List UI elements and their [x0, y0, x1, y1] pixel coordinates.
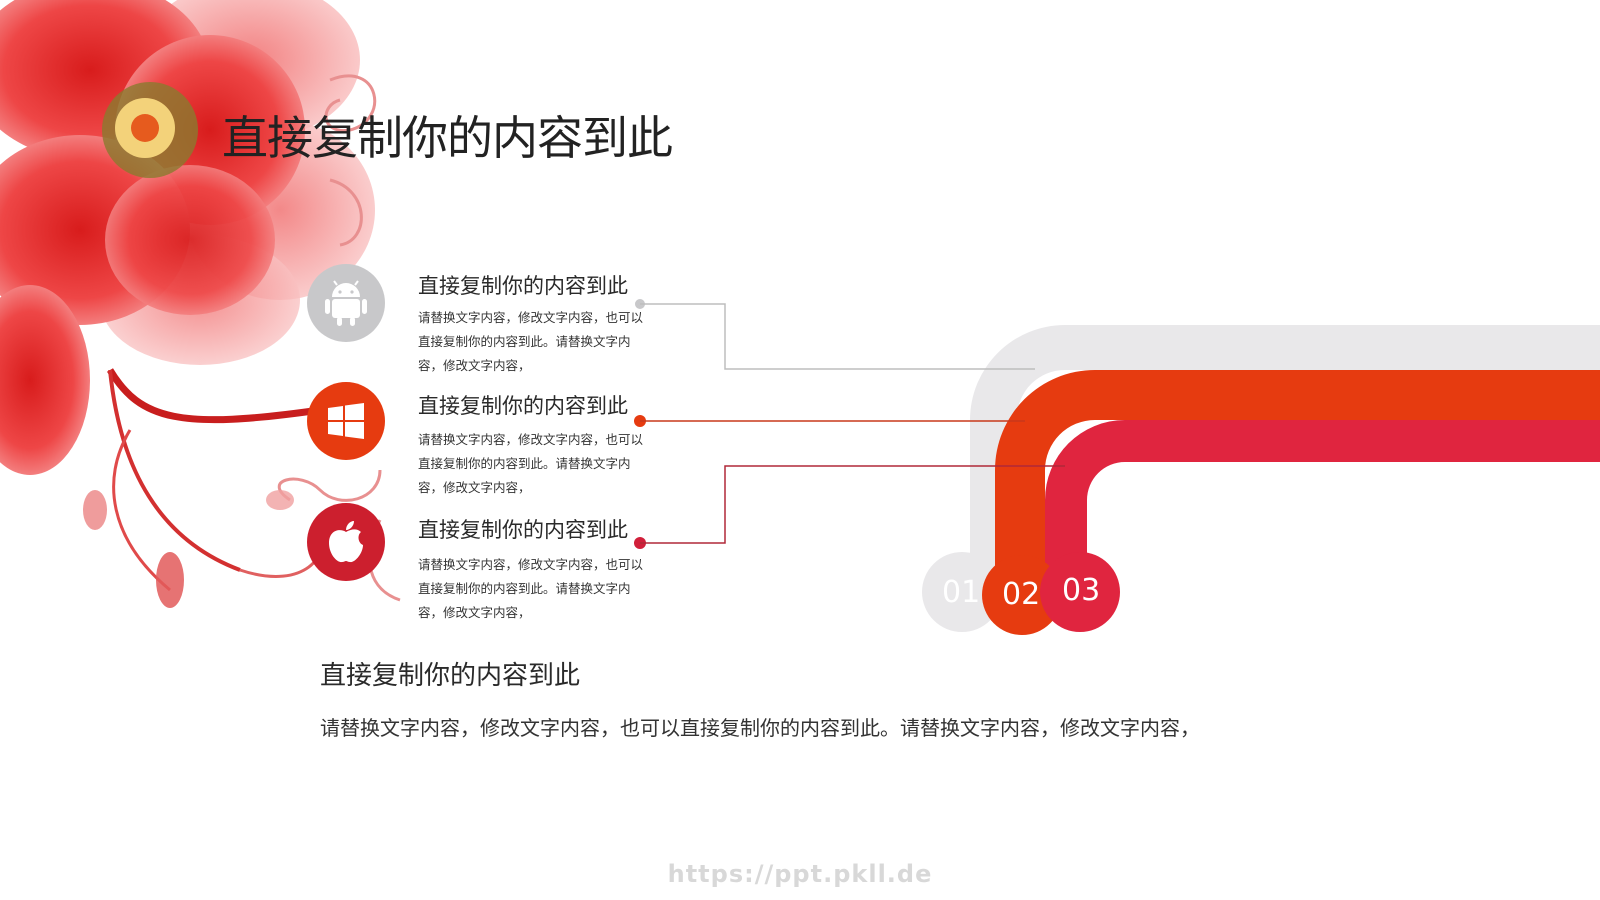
item-3-icon-circle	[307, 503, 385, 581]
number-01: 01	[942, 575, 981, 610]
footer-watermark: https://ppt.pkll.de	[667, 860, 933, 888]
summary-heading: 直接复制你的内容到此	[320, 661, 581, 691]
item-1-heading: 直接复制你的内容到此	[418, 274, 628, 298]
item-2-heading: 直接复制你的内容到此	[418, 394, 628, 418]
item-2-body: 请替换文字内容，修改文字内容，也可以直接复制你的内容到此。请替换文字内容，修改文…	[418, 432, 644, 495]
summary-body: 请替换文字内容，修改文字内容，也可以直接复制你的内容到此。请替换文字内容，修改文…	[320, 716, 1200, 740]
number-03: 03	[1062, 573, 1101, 608]
page-title: 直接复制你的内容到此	[222, 111, 673, 165]
item-1-body: 请替换文字内容，修改文字内容，也可以直接复制你的内容到此。请替换文字内容，修改文…	[418, 310, 644, 373]
flower-decoration	[0, 0, 401, 608]
number-02: 02	[1002, 577, 1041, 612]
item-1-icon-circle	[307, 264, 385, 342]
apple-icon	[329, 521, 363, 563]
item-3-body: 请替换文字内容，修改文字内容，也可以直接复制你的内容到此。请替换文字内容，修改文…	[418, 557, 644, 620]
windows-icon	[328, 403, 364, 439]
android-icon	[325, 280, 367, 326]
item-2-icon-circle	[307, 382, 385, 460]
item-3-heading: 直接复制你的内容到此	[418, 518, 628, 542]
